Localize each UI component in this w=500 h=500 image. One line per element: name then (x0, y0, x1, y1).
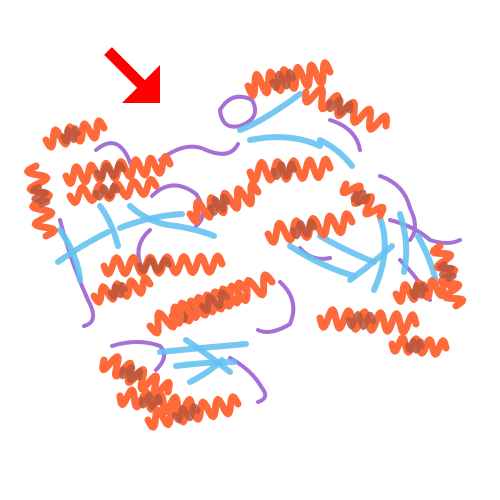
alpha-helix-shade-9 (290, 218, 318, 240)
alpha-helix-shade-7 (207, 193, 231, 216)
alpha-helix-shade-8 (271, 160, 297, 180)
beta-strand-7 (117, 211, 185, 231)
alpha-helix-shade-15 (345, 311, 376, 330)
alpha-helices-group (24, 59, 467, 431)
alpha-helix-shade-3 (60, 125, 81, 145)
alpha-helix-shade-14 (199, 289, 230, 314)
beta-strand-18 (317, 137, 355, 169)
coil-loop-9 (256, 280, 296, 334)
beta-strands-group (55, 91, 439, 385)
alpha-helix-shade-1 (269, 68, 297, 92)
beta-strand-1 (237, 91, 303, 133)
beta-strand-6 (127, 203, 217, 239)
coil-loop-7 (378, 174, 417, 242)
beta-strand-11 (371, 215, 388, 293)
beta-strand-3 (57, 227, 83, 283)
coil-loop-3 (158, 142, 240, 162)
alpha-helix-shade-16 (409, 281, 429, 300)
beta-strand-2 (247, 134, 323, 149)
coil-loop-2 (328, 118, 362, 152)
alpha-helix-shade-4 (30, 184, 51, 208)
beta-strand-5 (97, 203, 121, 249)
indicator-arrow-icon (104, 47, 160, 103)
coil-loop-4 (94, 141, 134, 170)
coil-loop-11 (228, 356, 268, 404)
alpha-helix-shade-19 (119, 364, 144, 384)
alpha-helix-shade-12 (107, 282, 128, 300)
coil-loop-10 (110, 340, 167, 372)
beta-strand-10 (347, 243, 395, 283)
alpha-helix-shade-6 (92, 182, 121, 201)
alpha-helix-shade-10 (350, 189, 371, 206)
arrow-shaft (104, 47, 147, 90)
beta-strand-8 (287, 243, 357, 279)
beta-strand-17 (187, 357, 225, 385)
alpha-helix-shade-18 (405, 337, 425, 354)
alpha-helix-shade-2 (326, 96, 354, 117)
beta-strand-15 (173, 359, 237, 369)
beta-strand-16 (183, 337, 233, 375)
beta-strand-13 (415, 233, 439, 285)
beta-strand-9 (317, 233, 377, 265)
alpha-helix-shade-21 (172, 403, 201, 424)
alpha-helix-shade-20 (138, 392, 163, 410)
alpha-helix-shade-17 (436, 261, 457, 282)
alpha-helix-shade-5 (94, 161, 127, 181)
coil-loop-6 (150, 183, 205, 228)
beta-strand-12 (397, 211, 410, 275)
coil-loop-1 (218, 94, 257, 129)
arrow-head (122, 65, 160, 103)
beta-strand-4 (55, 229, 111, 265)
alpha-helix-shade-11 (136, 256, 172, 274)
